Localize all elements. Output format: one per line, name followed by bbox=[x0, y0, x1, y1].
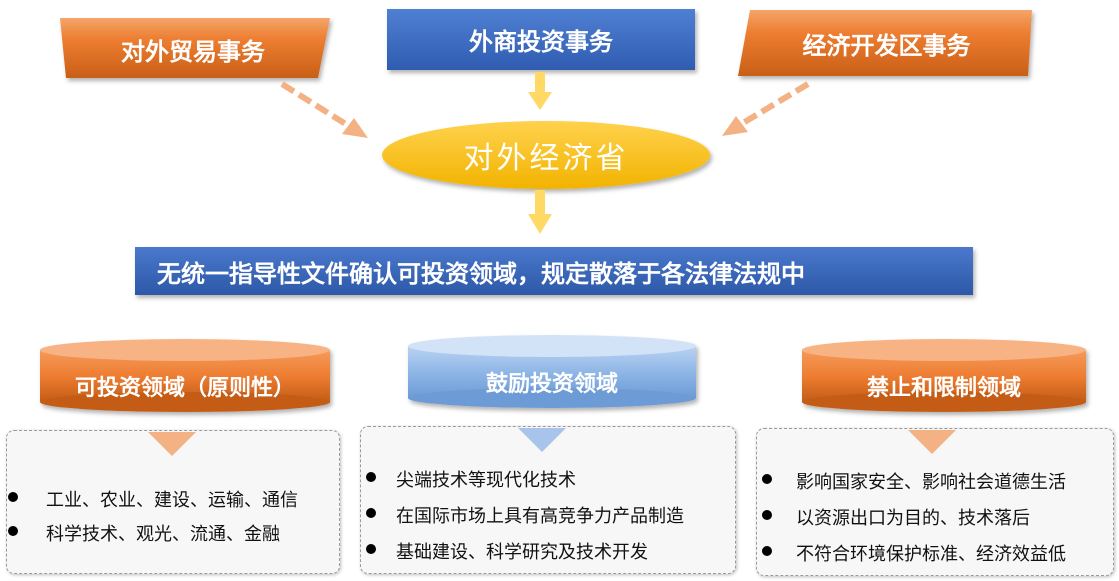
bullet-icon bbox=[8, 492, 18, 502]
list-item-text: 工业、农业、建设、运输、通信 bbox=[46, 490, 298, 511]
economic-zone-shape bbox=[738, 10, 1032, 76]
bullet-icon bbox=[762, 546, 772, 556]
category-3-title: 禁止和限制领域 bbox=[866, 376, 1021, 401]
pointer-2 bbox=[518, 428, 566, 452]
top-arrow-shaft bbox=[535, 72, 545, 92]
list-item-text: 科学技术、观光、流通、金融 bbox=[46, 524, 280, 545]
left-dashed-arrow bbox=[280, 81, 354, 131]
foreign-trade-label: 对外贸易事务 bbox=[121, 37, 265, 66]
right-dashed-arrow bbox=[736, 81, 810, 129]
cylinder-3 bbox=[802, 339, 1086, 412]
mid-arrow-shaft bbox=[535, 190, 545, 214]
economic-zone-label: 经济开发区事务 bbox=[802, 31, 971, 60]
right-arrow-head bbox=[722, 116, 748, 136]
bullet-icon bbox=[366, 508, 376, 518]
list-item-text: 影响国家安全、影响社会道德生活 bbox=[796, 472, 1066, 493]
category-2-title: 鼓励投资领域 bbox=[485, 372, 618, 397]
banner-shape bbox=[135, 247, 973, 295]
pointer-3 bbox=[908, 430, 956, 454]
foreign-trade-shape bbox=[60, 18, 330, 78]
bullet-icon bbox=[762, 474, 772, 484]
left-arrow-head bbox=[342, 118, 368, 138]
list-item-text: 以资源出口为目的、技术落后 bbox=[796, 508, 1030, 529]
top-arrow-head bbox=[528, 92, 552, 110]
bullet-icon bbox=[366, 544, 376, 554]
bullet-icon bbox=[366, 472, 376, 482]
banner-label: 无统一指导性文件确认可投资领域，规定散落于各法律法规中 bbox=[157, 259, 805, 288]
list-item-text: 基础建设、科学研究及技术开发 bbox=[396, 542, 648, 563]
list-item-text: 在国际市场上具有高竞争力产品制造 bbox=[396, 506, 684, 527]
bullet-icon bbox=[8, 526, 18, 536]
cylinder-1 bbox=[40, 339, 330, 412]
category-panel-3 bbox=[756, 428, 1114, 576]
center-ellipse-shape bbox=[382, 121, 710, 189]
category-panel-2 bbox=[360, 426, 736, 574]
pointer-1 bbox=[148, 432, 196, 456]
foreign-investment-label: 外商投资事务 bbox=[469, 28, 613, 56]
foreign-investment-shape bbox=[387, 9, 695, 70]
bullet-icon bbox=[762, 510, 772, 520]
mid-arrow-head bbox=[528, 214, 552, 234]
list-item-text: 不符合环境保护标准、经济效益低 bbox=[796, 544, 1066, 565]
category-1-title: 可投资领域（原则性） bbox=[74, 376, 295, 401]
list-item-text: 尖端技术等现代化技术 bbox=[396, 470, 576, 491]
cylinder-2 bbox=[408, 335, 696, 408]
center-ellipse-label: 对外经济省 bbox=[463, 141, 629, 176]
